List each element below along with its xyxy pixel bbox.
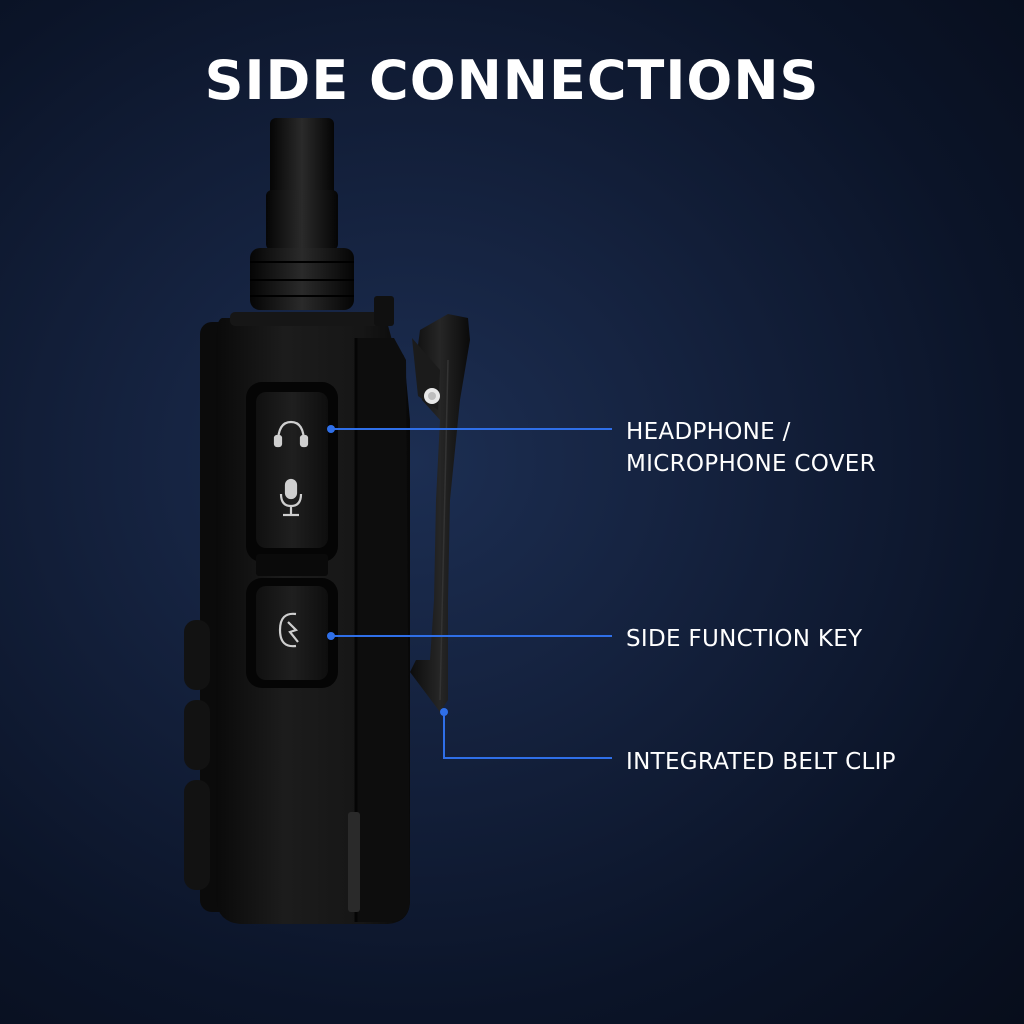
headphone-label-line2: MICROPHONE COVER [626,451,876,477]
headphone-microphone-cover[interactable] [246,382,338,562]
headphone-microphone-cover-label: HEADPHONE / MICROPHONE COVER [626,416,876,480]
page-title: SIDE CONNECTIONS [204,49,820,112]
integrated-belt-clip-label: INTEGRATED BELT CLIP [626,746,896,778]
side-function-key[interactable] [246,578,338,688]
callout-lines [331,428,612,759]
callout-dots [327,425,448,716]
belt-clip-label-line1: INTEGRATED BELT CLIP [626,749,896,775]
function-key-label-line1: SIDE FUNCTION KEY [626,626,863,652]
headphone-label-line1: HEADPHONE / [626,419,791,445]
side-function-key-label: SIDE FUNCTION KEY [626,623,862,655]
headphone-icon [273,420,309,448]
antenna [250,118,354,310]
lightning-icon [278,612,299,648]
microphone-icon [279,478,303,517]
belt-clip [410,314,470,712]
